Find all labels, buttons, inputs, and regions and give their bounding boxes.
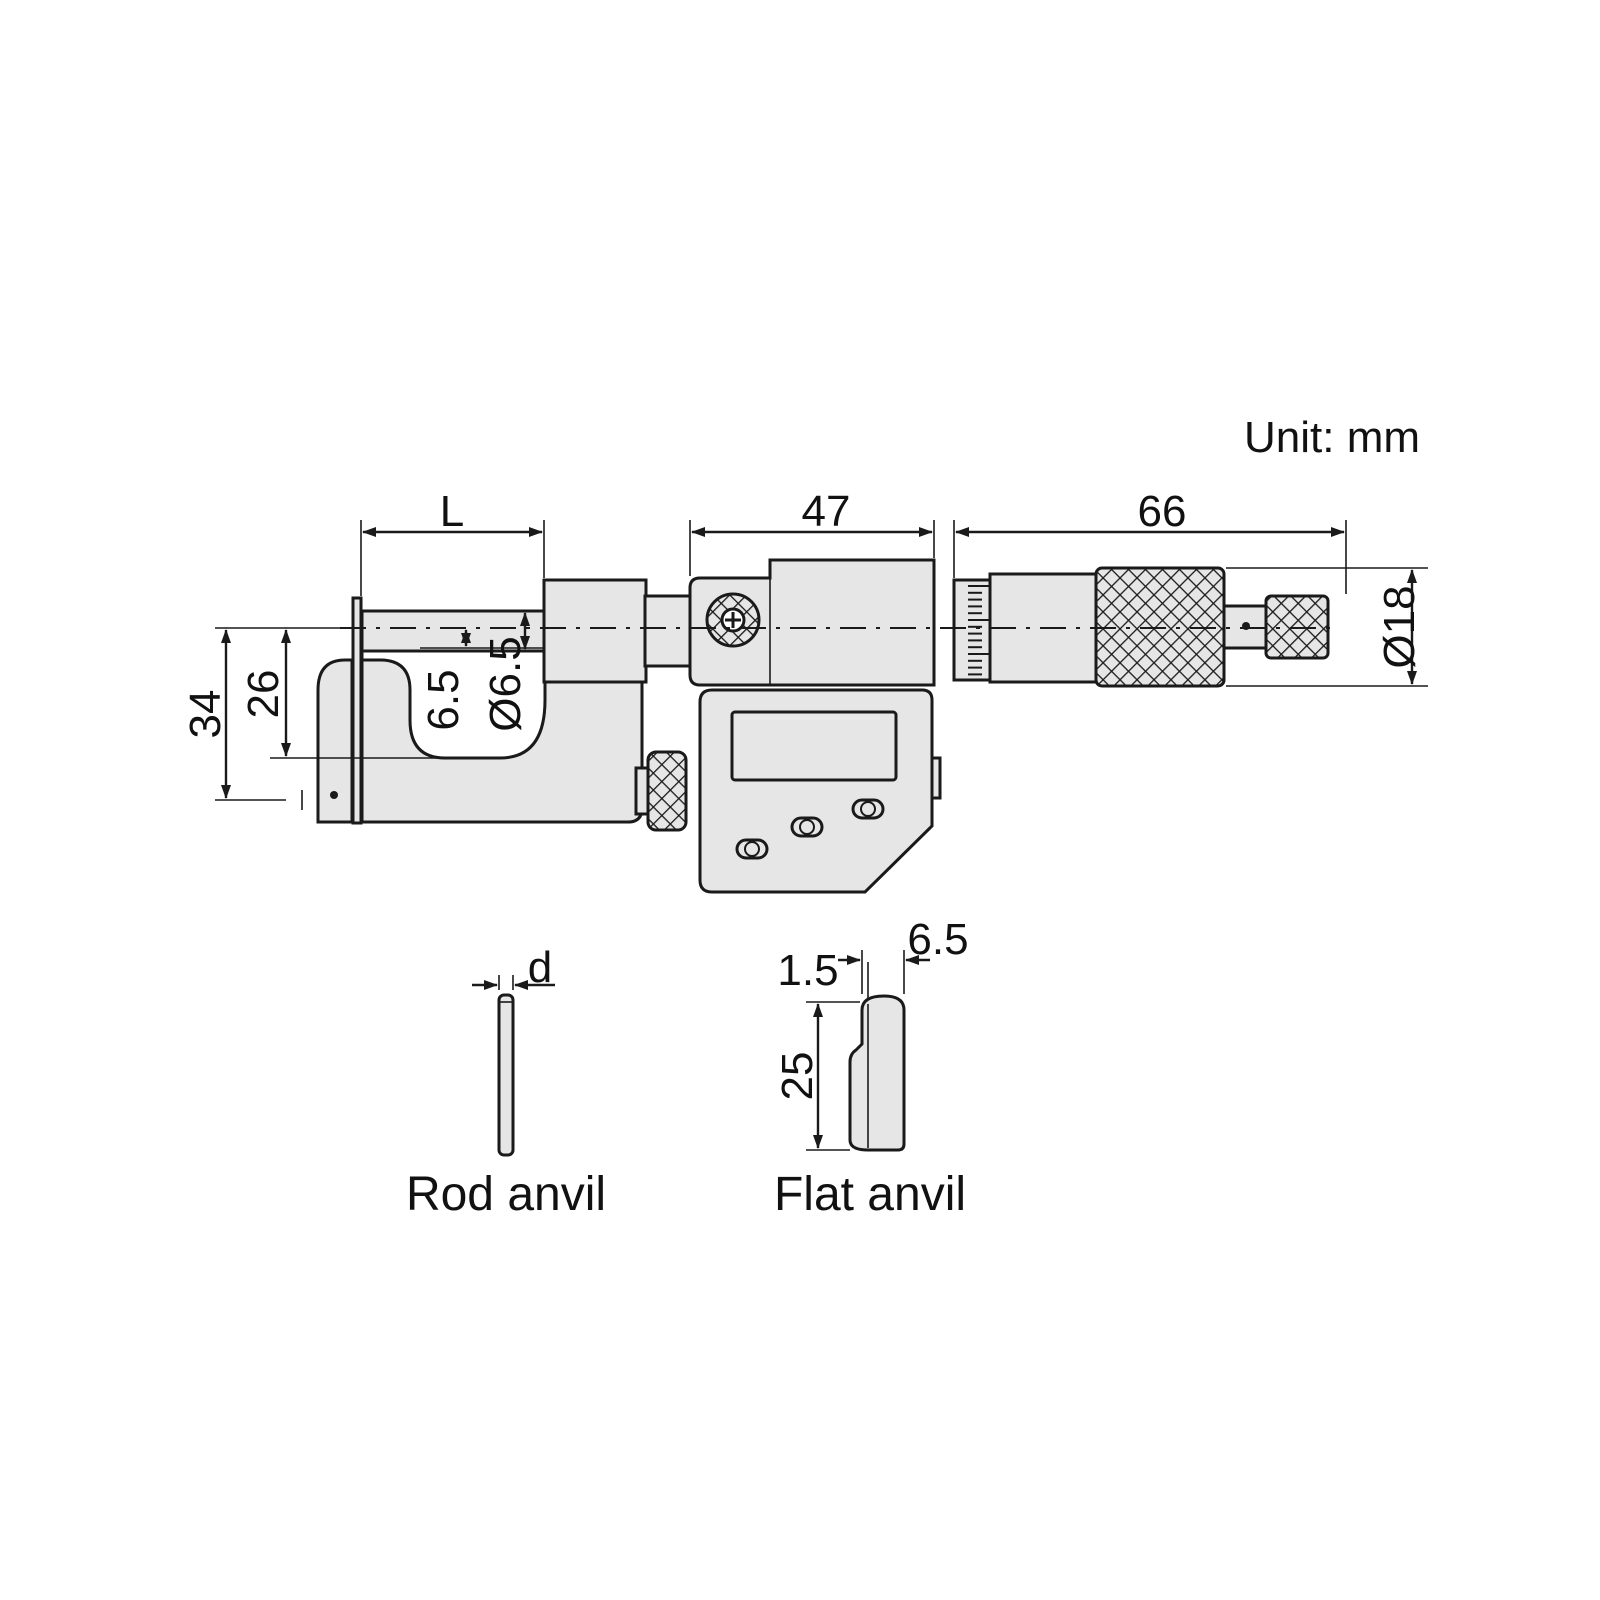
neck <box>643 594 693 668</box>
button-2[interactable] <box>790 816 824 838</box>
dim-47: 47 <box>802 487 851 536</box>
button-1[interactable] <box>735 838 769 860</box>
rod-anvil-detail: d Rod anvil <box>406 943 606 1221</box>
dimension-labels: L 47 66 Ø18 34 26 6.5 Ø6.5 <box>181 487 1424 738</box>
spindle <box>360 609 546 653</box>
main-head <box>688 558 936 687</box>
flat-anvil <box>848 994 906 1152</box>
dim-dia-18: Ø18 <box>1375 585 1424 668</box>
function-buttons <box>735 798 885 860</box>
rod-anvil <box>497 993 515 1157</box>
dim-66: 66 <box>1138 487 1187 536</box>
button-3[interactable] <box>851 798 885 820</box>
dim-6-5-flat: 6.5 <box>907 915 968 964</box>
flat-anvil-caption: Flat anvil <box>774 1168 966 1221</box>
graduated-ring <box>952 578 992 682</box>
anvil-plate <box>351 596 363 825</box>
rod-anvil-caption: Rod anvil <box>406 1168 606 1221</box>
flat-anvil-detail: 1.5 6.5 25 Flat anvil <box>773 915 969 1221</box>
lock-knob[interactable] <box>646 750 688 832</box>
dim-l: L <box>440 487 464 536</box>
dim-1-5: 1.5 <box>777 946 838 995</box>
lock-collar <box>634 766 650 816</box>
dim-d: d <box>528 943 552 992</box>
side-button[interactable] <box>930 756 942 800</box>
spindle-sleeve <box>542 578 648 684</box>
anvil-screw <box>330 791 338 799</box>
anvil-holder <box>316 658 354 824</box>
lcd-display <box>730 710 898 782</box>
dim-25: 25 <box>773 1052 822 1101</box>
dim-26: 26 <box>239 670 288 719</box>
dim-34: 34 <box>181 690 230 739</box>
micrometer <box>316 558 1340 894</box>
dim-dia-6-5: Ø6.5 <box>481 636 530 731</box>
dimension-lines <box>215 520 1428 810</box>
dim-6-5: 6.5 <box>419 669 468 730</box>
unit-label: Unit: mm <box>1244 413 1420 462</box>
